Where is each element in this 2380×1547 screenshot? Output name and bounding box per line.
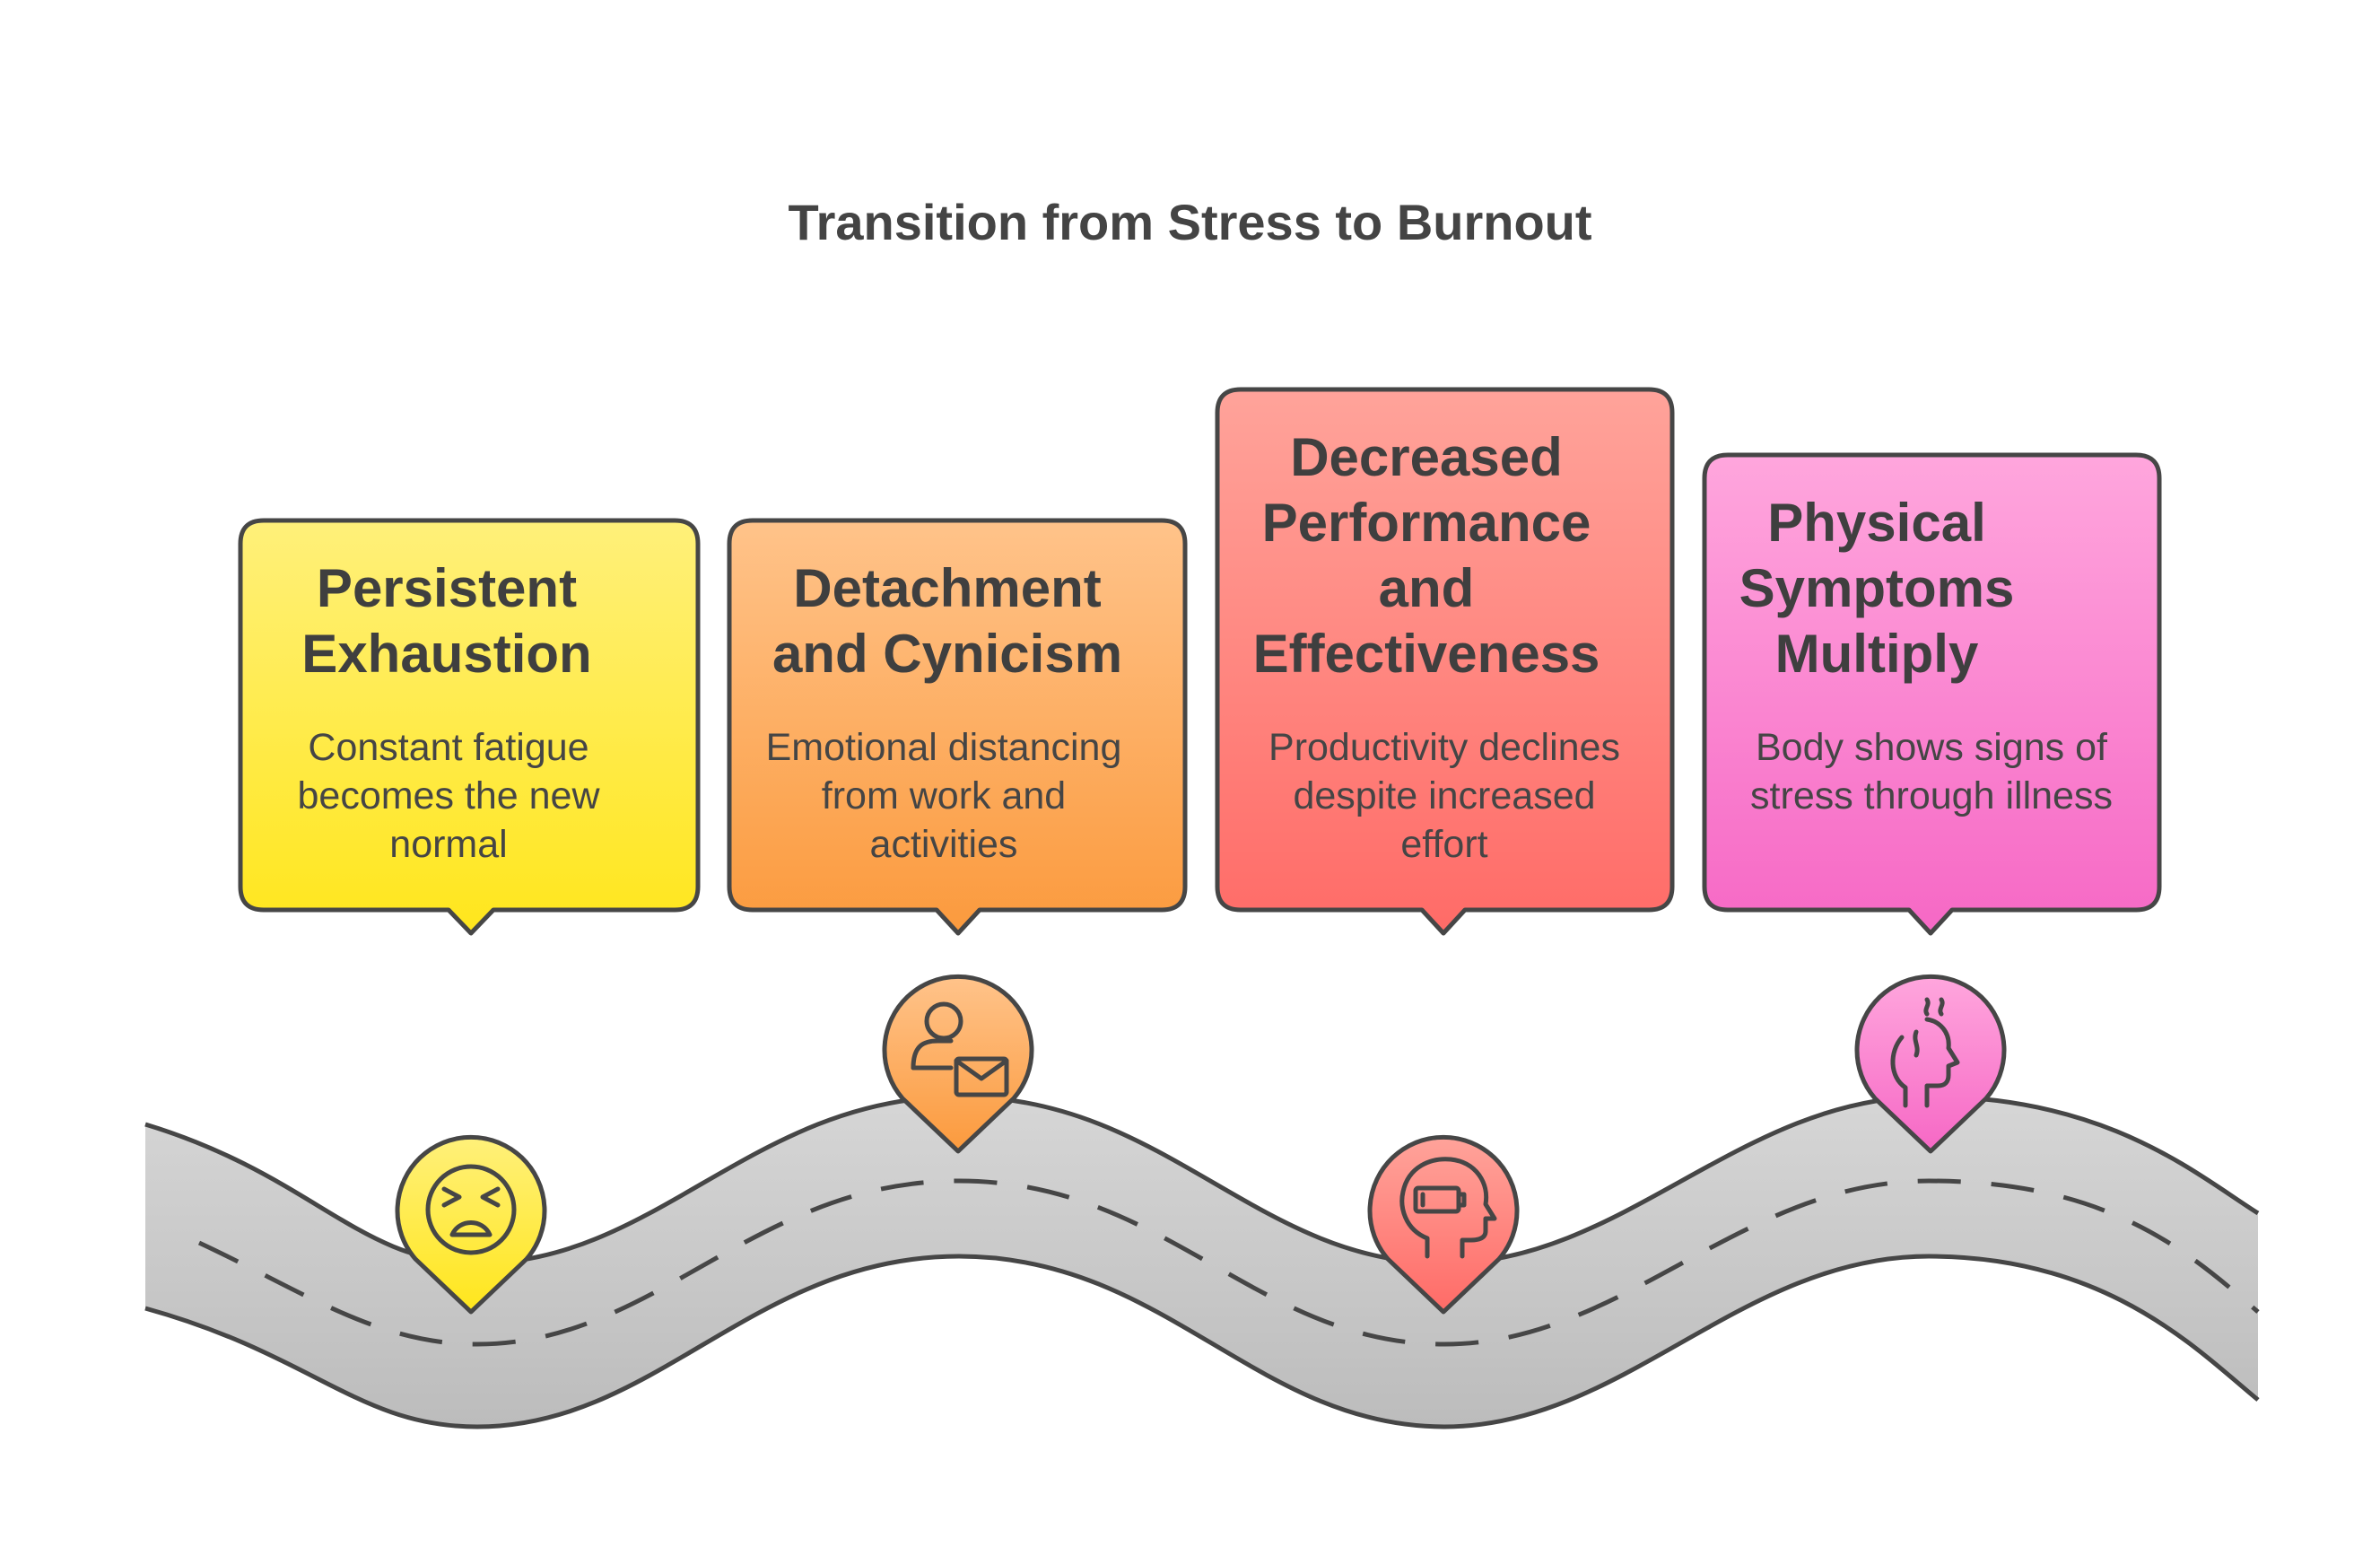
stage-pin-2 [882,974,1034,1154]
tired-face-icon [425,1164,517,1255]
stage-pin-3 [1367,1134,1520,1315]
stage-pin-1 [395,1134,547,1315]
stage-pin-4 [1854,974,2007,1154]
stage-card-1 [238,518,701,936]
stage-description-4: Body shows signs of stress through illne… [1750,726,2113,817]
stage-description-1: Constant fatigue becomes the new normal [297,726,600,866]
head-steam-icon [1890,997,1960,1108]
stage-card-4 [1702,452,2162,936]
stage-title-2: Detachment and Cynicism [772,558,1123,684]
stage-title-4: Physical Symptoms Multiply [1739,493,2015,684]
person-envelope-icon [911,1001,1009,1097]
road-edge-bottom [144,1254,2260,1429]
road-surface [145,1097,2258,1427]
head-low-battery-icon [1399,1157,1497,1259]
road-center-dashes [197,1178,2260,1347]
stage-card-2 [727,518,1188,936]
stage-description-2: Emotional distancing from work and activ… [765,726,1122,866]
stage-card-3 [1215,387,1675,936]
stage-title-3: Decreased Performance and Effectiveness [1252,427,1600,684]
stage-description-3: Productivity declines despite increased … [1268,726,1620,866]
stage-title-1: Persistent Exhaustion [301,558,592,684]
diagram-title: Transition from Stress to Burnout [788,194,1592,250]
